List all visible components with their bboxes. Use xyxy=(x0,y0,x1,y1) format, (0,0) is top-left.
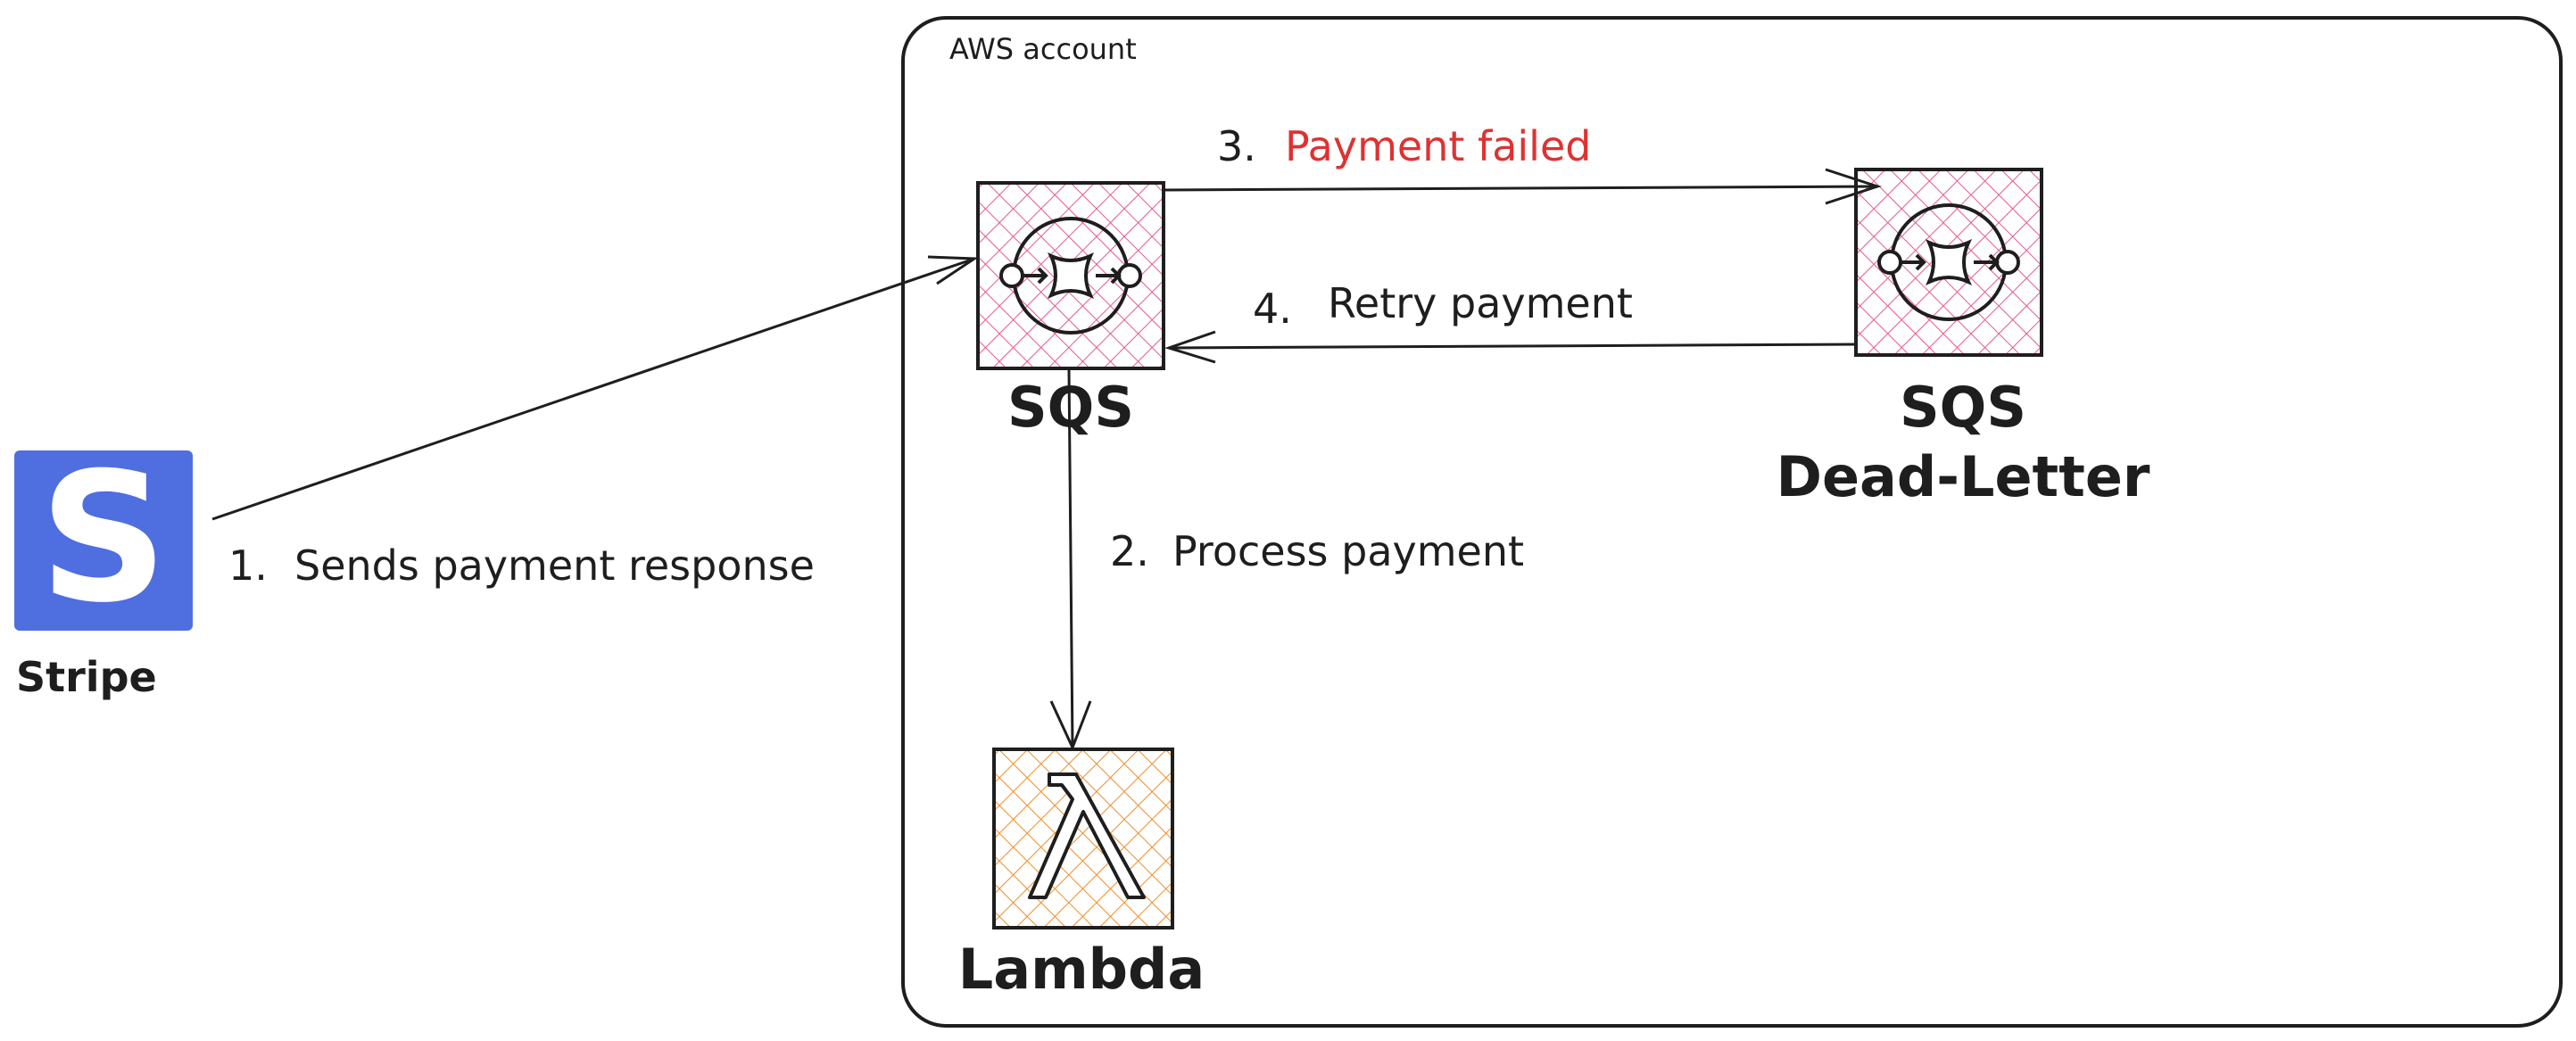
lambda-label: Lambda xyxy=(958,937,1205,1002)
step4-number: 4. xyxy=(1253,285,1292,333)
stripe-logo-icon: S xyxy=(14,434,193,642)
aws-account-label: AWS account xyxy=(949,32,1137,66)
step3-number: 3. xyxy=(1217,122,1256,170)
step1-label: Sends payment response xyxy=(294,541,815,590)
edge-dlq-to-sqs xyxy=(1164,330,1857,364)
edge-stripe-to-sqs xyxy=(211,255,979,521)
step2-number: 2. xyxy=(1110,527,1149,575)
edge-sqs-to-lambda xyxy=(1049,368,1092,751)
lambda-node: Lambda xyxy=(958,748,1205,1002)
sqs-dlq-queue-icon xyxy=(1877,203,2020,321)
sqs-dead-letter-label-line2: Dead-Letter xyxy=(1777,444,2150,509)
step3-label: Payment failed xyxy=(1285,122,1591,170)
step2-label: Process payment xyxy=(1172,527,1524,575)
sqs-dead-letter-node: SQS Dead-Letter xyxy=(1777,168,2150,509)
step4-label: Retry payment xyxy=(1328,279,1633,327)
stripe-label: Stripe xyxy=(16,653,157,701)
step1-number: 1. xyxy=(228,541,268,590)
sqs-queue-icon xyxy=(999,217,1142,335)
lambda-icon xyxy=(1028,772,1146,899)
stripe-node: S Stripe xyxy=(14,434,193,701)
sqs-dead-letter-label-line1: SQS xyxy=(1900,375,2026,440)
svg-text:S: S xyxy=(39,434,168,642)
aws-account-container: AWS account xyxy=(901,16,2563,1028)
sqs-node: SQS xyxy=(976,181,1165,440)
edge-sqs-to-dlq xyxy=(1164,168,1882,205)
